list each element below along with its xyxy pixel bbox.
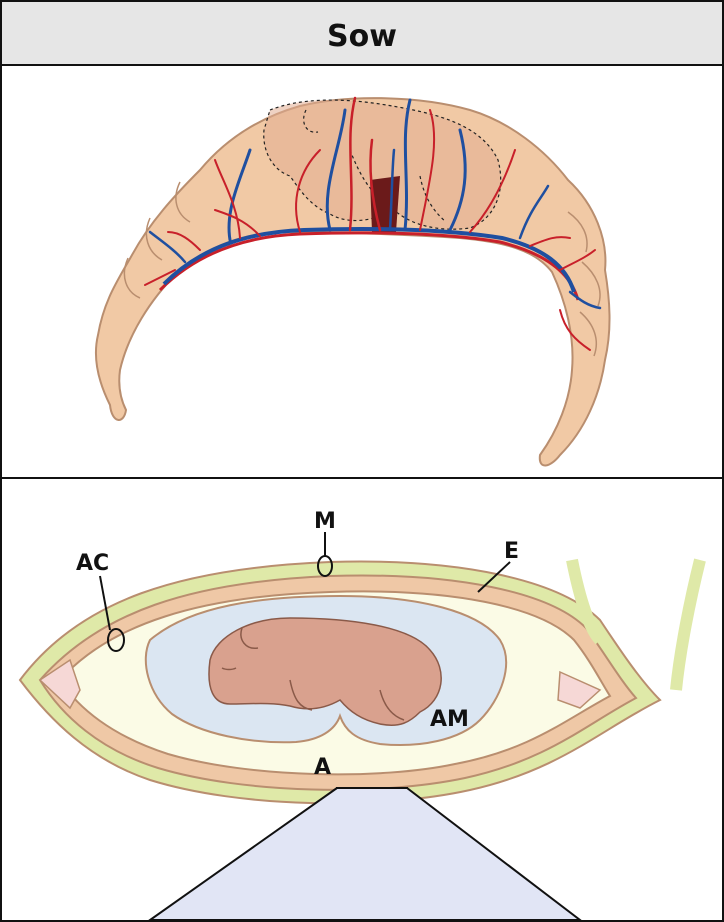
label-am: AM — [430, 707, 469, 732]
top-panel — [1, 65, 723, 478]
label-m: M — [314, 509, 336, 534]
label-ac: AC — [76, 551, 109, 576]
header: Sow — [1, 1, 723, 65]
bottom-panel: M E AC AM A — [1, 478, 723, 921]
panel-title: Sow — [327, 19, 397, 54]
label-a: A — [314, 755, 331, 780]
label-e: E — [504, 539, 519, 564]
